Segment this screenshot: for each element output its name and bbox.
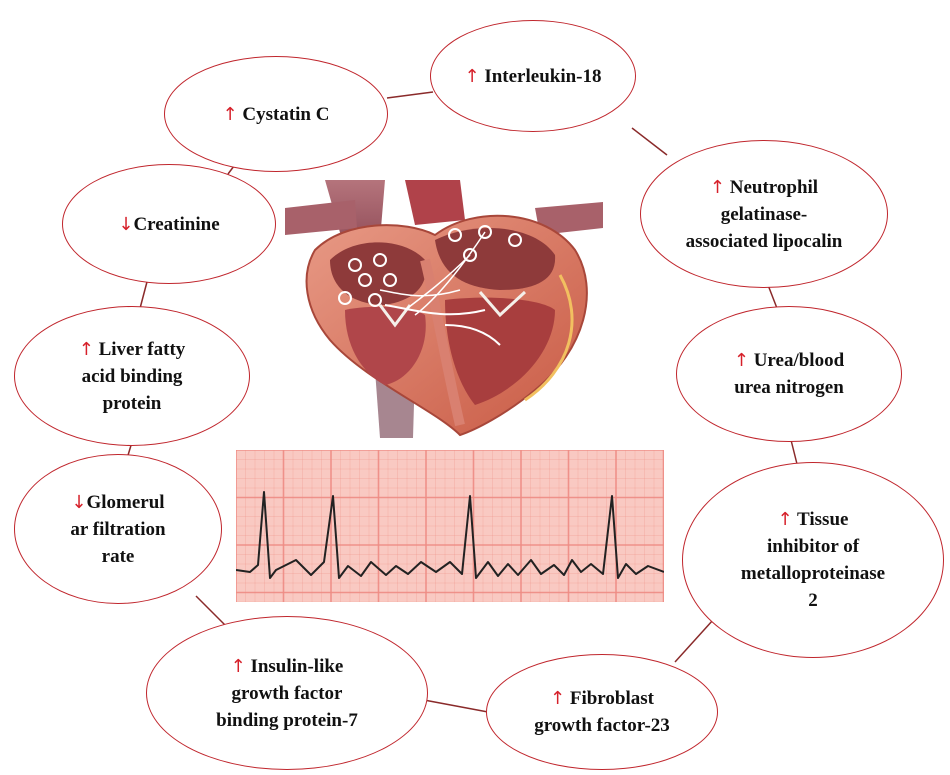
node-label: Liver fatty acid binding protein: [82, 339, 186, 414]
increase-arrow-icon: ↑: [550, 688, 565, 709]
connector-igfbp-fgf: [424, 700, 488, 712]
node-fibroblast-growth-factor-23: ↑ Fibroblast growth factor-23: [486, 654, 718, 770]
node-label: Cystatin C: [242, 104, 329, 125]
increase-arrow-icon: ↑: [710, 177, 725, 198]
node-insulin-like-growth-factor-binding-protein-7: ↑ Insulin-like growth factor binding pro…: [146, 616, 428, 770]
decrease-arrow-icon: ↓: [118, 214, 133, 235]
increase-arrow-icon: ↑: [734, 350, 749, 371]
node-urea-blood-urea-nitrogen: ↑ Urea/blood urea nitrogen: [676, 306, 902, 442]
node-glomerular-filtration-rate: ↓Glomerul ar filtration rate: [14, 454, 222, 604]
node-liver-fatty-acid-binding-protein: ↑ Liver fatty acid binding protein: [14, 306, 250, 446]
connector-interleukin-ngal: [632, 128, 667, 155]
node-label: Urea/blood urea nitrogen: [734, 350, 844, 398]
increase-arrow-icon: ↑: [231, 656, 246, 677]
node-tissue-inhibitor-of-metalloproteinase-2: ↑ Tissue inhibitor of metalloproteinase …: [682, 462, 944, 658]
connector-cystatin-interleukin: [387, 92, 433, 98]
heart-cross-section-illustration: [285, 180, 605, 440]
node-label: Interleukin-18: [484, 66, 601, 87]
node-label: Creatinine: [133, 214, 219, 235]
node-label: Tissue inhibitor of metalloproteinase 2: [741, 509, 885, 611]
node-ngal: ↑ Neutrophil gelatinase- associated lipo…: [640, 140, 888, 288]
ecg-trace-strip: [236, 450, 664, 602]
node-cystatin-c: ↑ Cystatin C: [164, 56, 388, 172]
increase-arrow-icon: ↑: [223, 104, 238, 125]
increase-arrow-icon: ↑: [464, 66, 479, 87]
connector-timp-fgf: [675, 620, 713, 662]
decrease-arrow-icon: ↓: [71, 492, 86, 513]
increase-arrow-icon: ↑: [778, 509, 793, 530]
node-interleukin-18: ↑ Interleukin-18: [430, 20, 636, 132]
connector-gfr-igfbp: [196, 596, 226, 626]
node-creatinine: ↓Creatinine: [62, 164, 276, 284]
increase-arrow-icon: ↑: [79, 339, 94, 360]
